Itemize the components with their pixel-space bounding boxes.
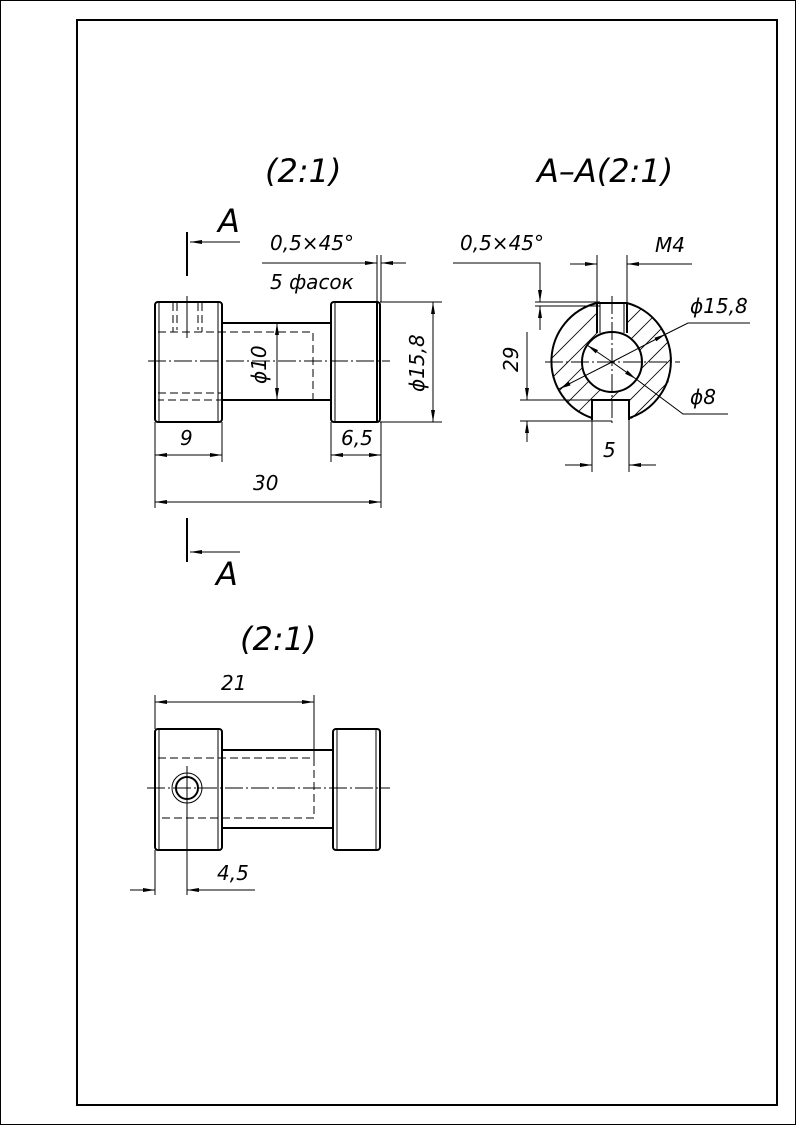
main-view-scale-title: (2:1)	[265, 152, 341, 190]
chamfer-label: 0,5×45°	[270, 231, 354, 255]
chamfer-note: 0,5×45° 5 фасок	[262, 231, 406, 302]
top-view: (2:1) 21 4,5	[130, 620, 390, 895]
slot-width-label: 5	[603, 438, 616, 462]
section-marker-bottom: A	[186, 518, 240, 593]
outer-diameter-dimension: ϕ15,8	[558, 294, 750, 390]
height-dimension: 29	[499, 332, 612, 442]
hub-diameter-label: ϕ15,8	[405, 334, 429, 392]
shaft-diameter-label: ϕ10	[247, 345, 271, 384]
dimension-shaft-diameter: ϕ10	[247, 323, 279, 400]
total-length-label: 30	[253, 471, 278, 495]
section-view-title: A–A(2:1)	[535, 152, 673, 190]
outer-diameter-label: ϕ15,8	[690, 294, 748, 318]
section-chamfer-dimension: 0,5×45°	[453, 231, 600, 330]
hole-position-label: 4,5	[217, 861, 249, 885]
top-view-outline	[147, 728, 390, 895]
dimension-hub-diameter: ϕ15,8	[380, 301, 442, 423]
section-chamfer-label: 0,5×45°	[460, 231, 544, 255]
inner-diameter-dimension: ϕ8	[586, 344, 728, 415]
section-marker-top: A	[186, 202, 240, 276]
bore-depth-label: 21	[221, 671, 246, 695]
slot-width-dimension: 5	[565, 420, 656, 472]
bore-depth-dimension: 21	[154, 671, 315, 758]
chamfer-count-label: 5 фасок	[270, 270, 354, 294]
thread-label: M4	[655, 233, 685, 257]
dimension-left-hub-length: 9	[154, 422, 223, 508]
dimension-right-hub-length: 6,5	[330, 422, 382, 508]
inner-diameter-label: ϕ8	[690, 385, 716, 409]
right-hub-length-label: 6,5	[341, 426, 373, 450]
height-label: 29	[499, 347, 523, 372]
thread-dimension: M4	[570, 233, 692, 303]
left-hub-length-label: 9	[180, 426, 193, 450]
section-outline	[545, 296, 680, 424]
section-letter-bottom: A	[214, 555, 238, 593]
hole-position-dimension: 4,5	[130, 850, 255, 895]
drawing-frame	[76, 19, 778, 1106]
section-view: A–A(2:1)	[453, 152, 750, 472]
dimension-total-length: 30	[155, 471, 381, 504]
main-view: (2:1) A A	[148, 152, 442, 593]
top-view-scale-title: (2:1)	[240, 620, 316, 658]
section-letter-top: A	[216, 202, 240, 240]
